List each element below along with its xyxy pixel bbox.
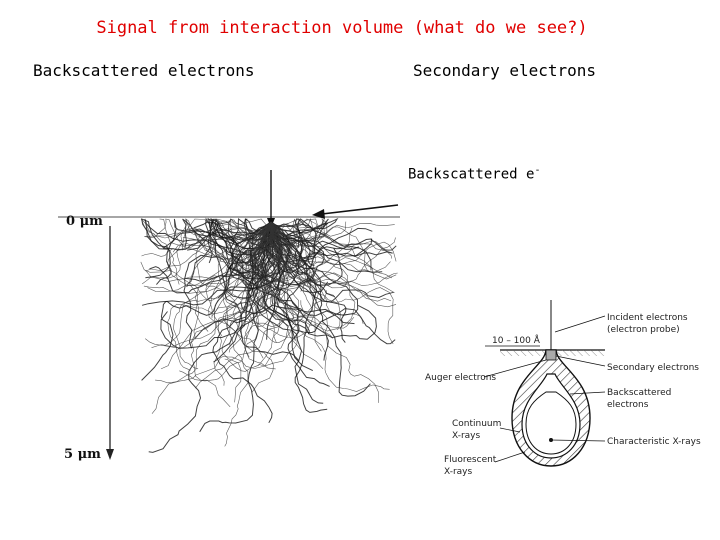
trajectory-path — [140, 221, 272, 301]
trajectory-path — [270, 221, 322, 352]
trajectory-path — [151, 221, 274, 348]
trajectory-path — [264, 221, 364, 325]
label-characteristic: Characteristic X-rays — [607, 437, 701, 447]
trajectory-path — [270, 221, 395, 247]
trajectory-path — [270, 221, 394, 258]
depth-range-label: 10 – 100 Å — [492, 334, 541, 346]
monte-carlo-simulation: 0 μm 5 μm — [58, 170, 400, 462]
annotation-arrowhead — [312, 209, 325, 219]
trajectory-path — [260, 221, 377, 340]
trajectory-path — [270, 221, 394, 345]
trajectory-path — [206, 218, 277, 343]
trajectory-path — [141, 221, 272, 316]
trajectory-path — [195, 221, 272, 328]
trajectory-path — [269, 221, 379, 403]
trajectory-path — [256, 221, 305, 344]
trajectory-path — [232, 221, 303, 314]
leader-incident — [554, 315, 606, 333]
label-continuum-1: Continuum — [452, 419, 501, 429]
trajectory-path — [151, 221, 294, 414]
trajectory-path — [270, 222, 391, 273]
trajectory-path — [212, 221, 273, 424]
label-fluorescent-1: Fluorescent — [444, 455, 497, 465]
label-continuum-2: X-rays — [452, 431, 481, 441]
trajectory-path — [244, 221, 279, 370]
trajectory-path — [140, 218, 272, 285]
trajectory-path — [256, 218, 323, 259]
trajectory-path — [267, 221, 397, 266]
label-auger: Auger electrons — [425, 373, 496, 383]
label-backscattered-2: electrons — [607, 400, 649, 410]
backscattered-annotation-text: Backscattered e — [408, 166, 535, 183]
trajectory-path — [167, 221, 282, 371]
trajectory-path — [264, 218, 325, 265]
trajectory-path — [141, 218, 272, 251]
trajectory-path — [222, 221, 277, 393]
backscattered-annotation-superscript: - — [534, 165, 541, 176]
scale-label-top: 0 μm — [66, 214, 103, 229]
trajectory-path — [164, 221, 275, 347]
trajectory-path — [223, 221, 300, 361]
trajectory-path — [183, 221, 303, 349]
depth-scale-arrowhead — [106, 449, 114, 460]
trajectory-path — [144, 218, 272, 257]
label-fluorescent-2: X-rays — [444, 467, 473, 477]
trajectory-path — [270, 221, 353, 269]
label-backscattered-1: Backscattered — [607, 388, 671, 398]
scale-label-bottom: 5 μm — [64, 447, 101, 462]
slide-title: Signal from interaction volume (what do … — [96, 18, 588, 38]
interaction-volume-schematic: 10 – 100 Å Incident electrons (electron … — [425, 300, 701, 477]
trajectory-path — [270, 221, 395, 293]
trajectory-path — [147, 221, 272, 293]
trajectory-path — [270, 221, 397, 280]
characteristic-point — [549, 438, 553, 442]
heading-secondary-electrons: Secondary electrons — [413, 61, 597, 80]
teardrop-inner — [525, 391, 577, 455]
label-secondary: Secondary electrons — [607, 363, 699, 373]
trajectory-path — [269, 221, 330, 280]
leader-characteristic — [550, 439, 606, 442]
trajectory-path — [185, 218, 272, 292]
trajectory-path — [247, 221, 341, 332]
annotation-arrow — [321, 204, 399, 215]
trajectory-path — [145, 221, 272, 282]
secondary-electron-zone — [545, 349, 557, 361]
trajectory-path — [270, 218, 315, 292]
trajectory-path — [246, 221, 301, 339]
trajectory-path — [270, 218, 398, 286]
backscattered-annotation: Backscattered e- — [408, 165, 540, 183]
trajectory-path — [224, 221, 286, 309]
leader-secondary — [555, 355, 606, 367]
trajectory-path — [253, 221, 390, 392]
trajectory-path — [195, 221, 294, 389]
leader-backscattered — [569, 391, 606, 395]
label-incident-1: Incident electrons — [607, 313, 688, 323]
electron-trajectories — [140, 217, 398, 453]
label-incident-2: (electron probe) — [607, 325, 680, 335]
trajectory-path — [230, 217, 313, 287]
heading-backscattered-electrons: Backscattered electrons — [33, 61, 255, 80]
trajectory-path — [270, 221, 393, 258]
leader-continuum — [499, 427, 521, 433]
leader-fluorescent — [494, 451, 526, 463]
trajectory-path — [253, 221, 298, 325]
leader-auger — [483, 359, 547, 378]
